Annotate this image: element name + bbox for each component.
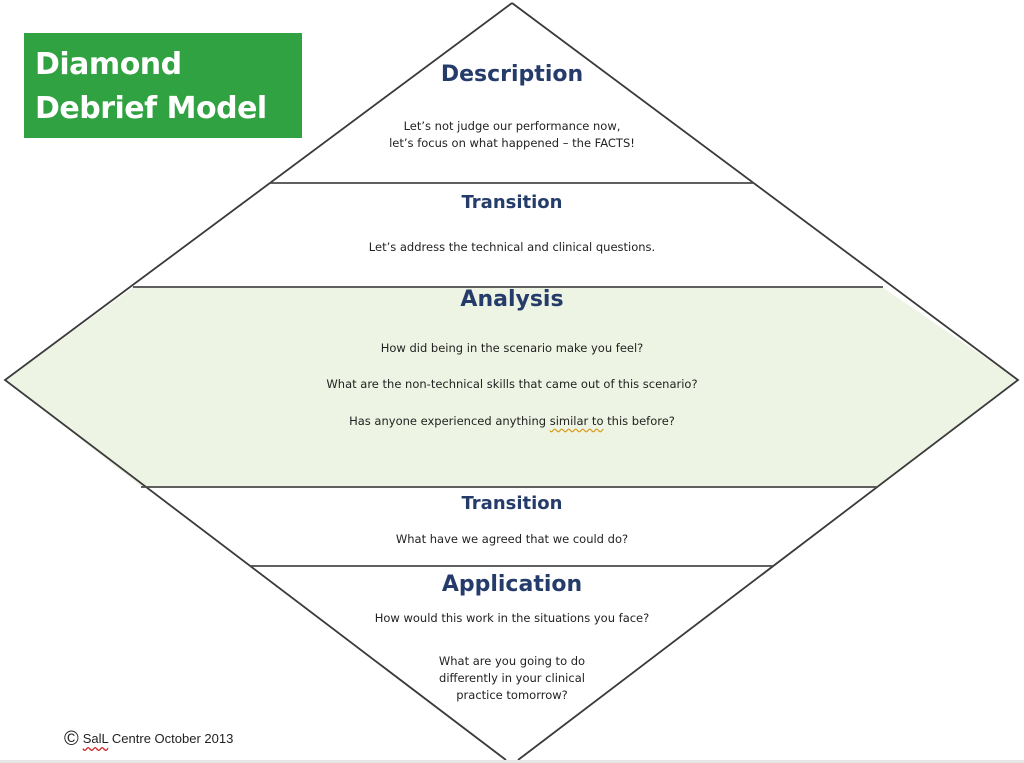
analysis-question-1: How did being in the scenario make you f… xyxy=(380,341,644,355)
application-question-2-line-1: What are you going to do xyxy=(438,654,586,668)
application-question-2: What are you going to do differently in … xyxy=(0,653,1024,704)
copyright-footer: ©SalL Centre October 2013 xyxy=(64,728,233,751)
spellcheck-flagged-text: similar to xyxy=(549,414,604,428)
transition-2-heading: Transition xyxy=(461,493,563,514)
diamond-outline-right xyxy=(511,2,1020,761)
description-text: Let’s not judge our performance now, let… xyxy=(0,118,1024,152)
transition-2-text: What have we agreed that we could do? xyxy=(395,532,629,546)
copyright-icon: © xyxy=(64,728,79,750)
description-heading: Description xyxy=(440,62,584,87)
title-line-1: Diamond xyxy=(35,47,182,82)
title-line-2: Debrief Model xyxy=(35,91,267,126)
application-question-2-line-2: differently in your clinical xyxy=(439,671,585,685)
application-heading: Application xyxy=(441,572,583,597)
application-question-1: How would this work in the situations yo… xyxy=(374,611,650,625)
bottom-edge xyxy=(0,760,1024,763)
title-box: Diamond Debrief Model xyxy=(24,33,302,138)
analysis-heading: Analysis xyxy=(460,287,564,312)
description-line-1: Let’s not judge our performance now, xyxy=(403,119,621,133)
transition-1-text: Let’s address the technical and clinical… xyxy=(368,240,656,254)
diamond-outline-left xyxy=(3,2,513,761)
application-question-2-line-3: practice tomorrow? xyxy=(456,688,568,702)
analysis-question-3-after: this before? xyxy=(603,414,675,428)
description-line-2: let’s focus on what happened – the FACTS… xyxy=(389,136,635,150)
transition-1-heading: Transition xyxy=(461,192,563,213)
analysis-question-3: Has anyone experienced anything similar … xyxy=(0,413,1024,430)
analysis-question-2: What are the non-technical skills that c… xyxy=(326,377,698,391)
footer-org-name: SalL xyxy=(82,731,109,746)
analysis-question-3-before: Has anyone experienced anything xyxy=(349,414,550,428)
footer-text: Centre October 2013 xyxy=(108,731,234,746)
analysis-band xyxy=(5,287,1018,487)
